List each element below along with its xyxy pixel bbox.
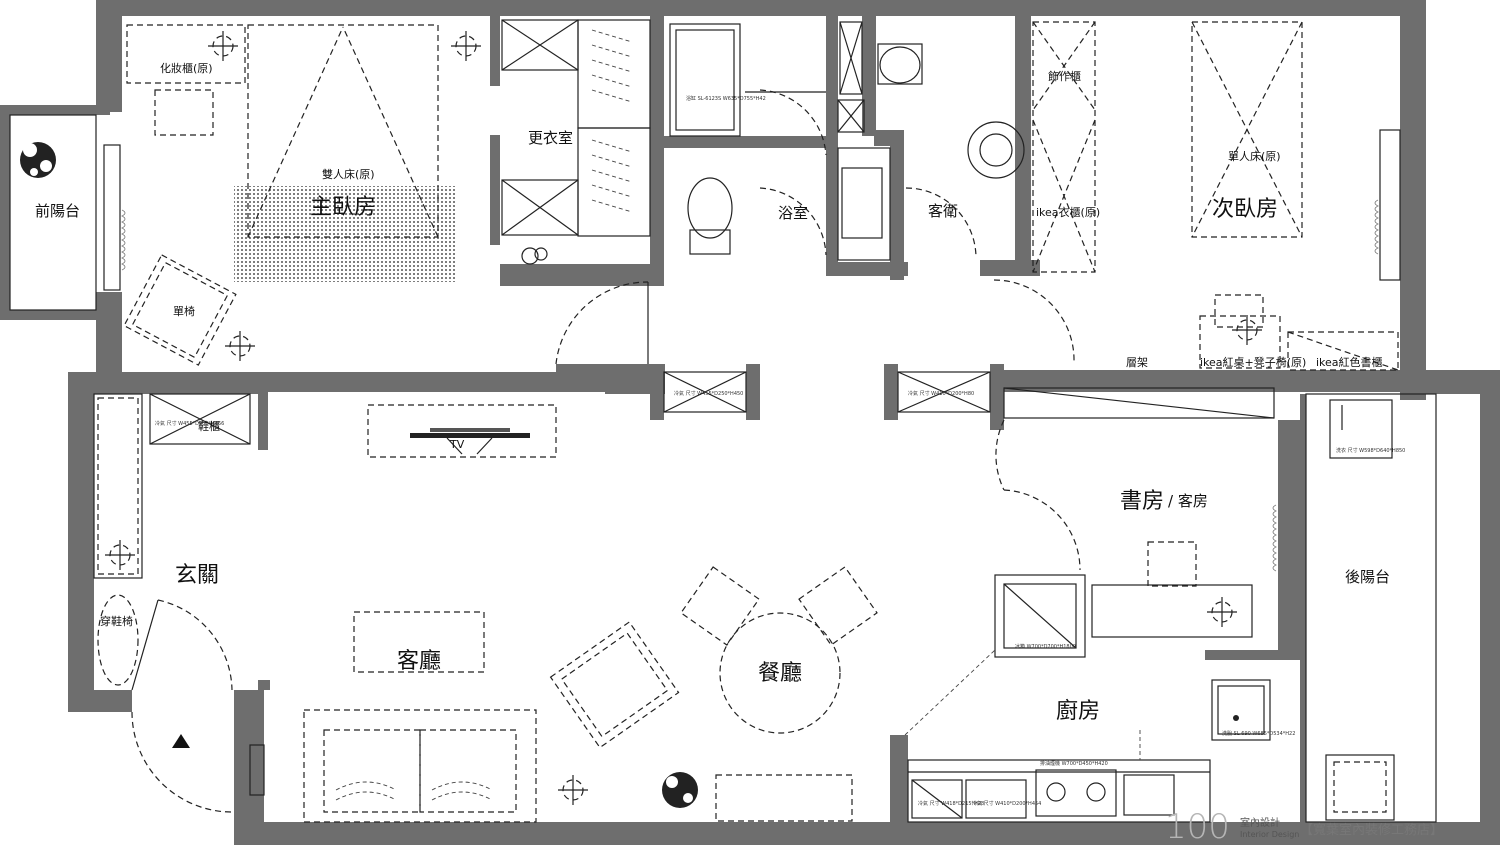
credit-text: 【寬葉室內裝修工務店】 [1300,822,1443,838]
ikea-bookcase-label: ikea紅色書櫃 [1316,355,1383,369]
light-fixture-icon [1232,315,1262,345]
desk-item-label: 飾作櫃 [1048,69,1081,83]
second-bedroom-label: 次臥房 [1212,197,1278,222]
armchair-label: 單椅 [173,304,195,318]
washer-spec-2: 洗衣 尺寸 W598*D640*H850 [1336,447,1405,454]
entry-arrow-icon [172,734,190,748]
light-fixture-icon [105,540,135,570]
study: 書房 / 客房 [1091,489,1277,638]
brand-logo-number: 100 [1165,807,1230,845]
sink-icon [967,121,1025,179]
living-room: TV 客廳 [303,404,853,823]
kitchen-label: 廚房 [1056,699,1100,724]
fridge-spec: 冰箱 W700*D700*H1800 [1015,643,1076,650]
rear-balcony: 洗衣 尺寸 W598*D640*H850 後陽台 [1305,393,1437,823]
dining-room: 餐廳 [549,419,1081,749]
plant-icon [662,772,698,808]
ac-spec-2: 冷氣 尺寸 W410*D200*H80 [908,390,974,397]
ikea-desk-label: ikea紅桌+凳子椅(原) [1200,355,1306,369]
tv-label: TV [449,438,465,451]
second-bedroom: 飾作櫃 ikea衣櫃(原) 單人床(原) 次臥房 層架 ikea紅桌+凳子椅(原… [993,21,1401,371]
light-fixture-icon [208,31,481,361]
light-fixture-icon [558,775,588,805]
shoe-cabinet-label: 鞋櫃 [198,419,220,433]
single-bed-label: 單人床(原) [1228,149,1281,163]
toilet-icon [877,43,923,85]
brand-logo-en: Interior Design [1240,830,1299,839]
sofa-icon [303,709,537,823]
rear-balcony-label: 後陽台 [1345,568,1390,586]
hood-spec: 排油煙機 W700*D450*H420 [1040,760,1108,767]
living-room-label: 客廳 [397,649,441,674]
vanity-label: 化妝櫃(原) [160,61,213,75]
study-suffix-label: / 客房 [1168,492,1208,510]
tv-icon [410,428,530,455]
double-bed-label: 雙人床(原) [322,167,375,181]
shoe-bench-label: 穿鞋椅 [100,614,133,628]
master-bedroom-label: 主臥房 [310,195,376,220]
stove-icon [1035,769,1117,817]
guest-bath-label: 客衛 [928,202,958,220]
kitchen: 冰箱 W700*D700*H1800 廚房 洗脫 SL-690 W685*D53… [904,574,1295,823]
front-balcony-label: 前陽台 [35,202,80,220]
shelf-label: 層架 [1126,356,1148,369]
bathroom-label: 浴室 [778,204,808,222]
guest-bath: 客衛 [837,21,1025,261]
ac-spec-5: 冷氣 尺寸 W410*D200*H454 [972,800,1041,807]
study-label: 書房 [1120,489,1164,514]
ac-spec-1: 冷氣 尺寸 W455*D250*H450 [674,390,743,397]
ac-spec-3: 冷氣 尺寸 W455*D250*H456 [155,420,224,427]
entrance-label: 玄關 [175,563,219,588]
brand-logo-cn: 室內設計 [1240,816,1280,829]
master-bedroom: 化妝櫃(原) 雙人床(原) 主臥房 單椅 [123,24,649,366]
walk-in-closet-label: 更衣室 [528,129,573,147]
washer-spec: 洗脫 SL-690 W685*D534*H22 [1222,730,1295,737]
ac-spec-4: 冷氣 尺寸 W418*D215*H28 [918,800,984,807]
ikea-wardrobe-label: ikea衣櫃(原) [1036,205,1100,219]
ac-units: 冷氣 尺寸 W455*D250*H450 冷氣 尺寸 W410*D200*H80… [149,371,1275,445]
light-fixture-icon [1207,597,1237,627]
entrance: 鞋櫃 穿鞋椅 玄關 [93,393,265,813]
plant-icon [20,142,56,178]
dining-room-label: 餐廳 [758,661,802,686]
toilet-icon [687,177,733,255]
bathtub-spec: 浴缸 SL-6123S W635*D755*H42 [686,95,766,102]
brand-logo: 100 室內設計 Interior Design 【寬葉室內裝修工務店】 [1165,807,1443,845]
front-balcony: 前陽台 [9,114,97,311]
bathroom: 浴缸 SL-6123S W635*D755*H42 浴室 [669,23,827,256]
walk-in-closet: 更衣室 [501,19,651,265]
